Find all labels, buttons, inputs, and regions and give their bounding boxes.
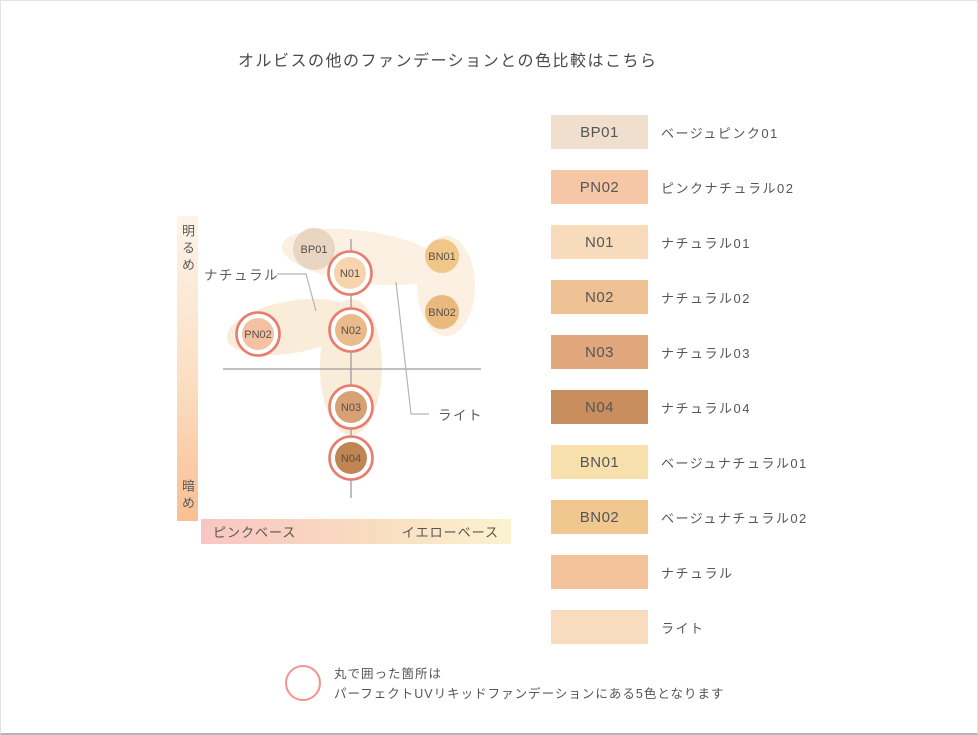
dot-n03-label: N03 [341,402,361,414]
legend-label: ナチュラル04 [661,400,751,416]
note-text: 丸で囲った箇所は パーフェクトUVリキッドファンデーションにある5色となります [334,664,724,704]
legend-row-bn02: BN02 ベージュナチュラル02 [551,500,808,534]
note-line-2: パーフェクトUVリキッドファンデーションにある5色となります [334,687,725,701]
dot-pn02: PN02 [235,311,281,357]
legend-row-n02: N02 ナチュラル02 [551,280,808,314]
page-title: オルビスの他のファンデーションとの色比較はこちら [238,53,658,70]
dot-bp01-label: BP01 [301,244,328,256]
legend-swatch: BP01 [551,115,648,149]
dot-n01: N01 [327,250,373,296]
legend-label: ナチュラル03 [661,345,751,361]
legend-swatch: N04 [551,390,648,424]
legend-row-n03: N03 ナチュラル03 [551,335,808,369]
dot-n01-label: N01 [340,268,360,280]
dot-n02: N02 [328,307,374,353]
legend-row-pn02: PN02 ピンクナチュラル02 [551,170,808,204]
legend-swatch: N03 [551,335,648,369]
legend-label: ベージュピンク01 [661,125,779,141]
yellow-base-label: イエローベース [401,525,499,540]
dot-bn02: BN02 [425,295,459,329]
legend-label: ナチュラル [661,565,734,581]
light-group-label: ライト [438,408,483,423]
legend-swatch: N01 [551,225,648,259]
legend-label: ライト [661,620,705,636]
dot-pn02-label: PN02 [244,329,272,341]
legend-row-n01: N01 ナチュラル01 [551,225,808,259]
natural-group-label: ナチュラル [204,268,279,283]
legend-swatch: BN02 [551,500,648,534]
legend-label: ベージュナチュラル01 [661,455,808,471]
dot-bp01: BP01 [293,228,335,270]
legend-label: ベージュナチュラル02 [661,510,808,526]
legend-row-n04: N04 ナチュラル04 [551,390,808,424]
legend-swatch: BN01 [551,445,648,479]
color-base-axis-bar: ピンクベース イエローベース [201,519,511,544]
legend-swatch [551,555,648,589]
brightness-axis-bar: 明るめ 暗め [177,216,198,521]
dot-bn01-label: BN01 [428,251,456,263]
light-leader-line [395,281,429,415]
shade-map-chart: ナチュラル ライト BP01 BN01 BN02 N01 PN02 N0 [204,228,483,498]
legend-row-natural: ナチュラル [551,555,808,589]
pink-base-label: ピンクベース [213,525,297,540]
dot-bn02-label: BN02 [428,307,456,319]
dot-n04-label: N04 [341,453,361,465]
legend-swatch: N02 [551,280,648,314]
dot-n04: N04 [328,435,374,481]
legend-swatch [551,610,648,644]
dot-n02-label: N02 [341,325,361,337]
dot-bn01: BN01 [425,239,459,273]
legend-label: ナチュラル02 [661,290,751,306]
legend-row-bn01: BN01 ベージュナチュラル01 [551,445,808,479]
dot-n03: N03 [328,384,374,430]
legend-row-light: ライト [551,610,808,644]
legend-label: ナチュラル01 [661,235,751,251]
brightness-axis-bottom-label: 暗め [180,479,195,513]
legend-swatch: PN02 [551,170,648,204]
legend-row-bp01: BP01 ベージュピンク01 [551,115,808,149]
note-line-1: 丸で囲った箇所は [334,667,443,681]
natural-leader-line [277,273,317,312]
shade-legend: BP01 ベージュピンク01 PN02 ピンクナチュラル02 N01 ナチュラル… [551,115,808,665]
legend-label: ピンクナチュラル02 [661,180,795,196]
note-circle-icon [285,665,321,701]
brightness-axis-top-label: 明るめ [180,224,195,275]
